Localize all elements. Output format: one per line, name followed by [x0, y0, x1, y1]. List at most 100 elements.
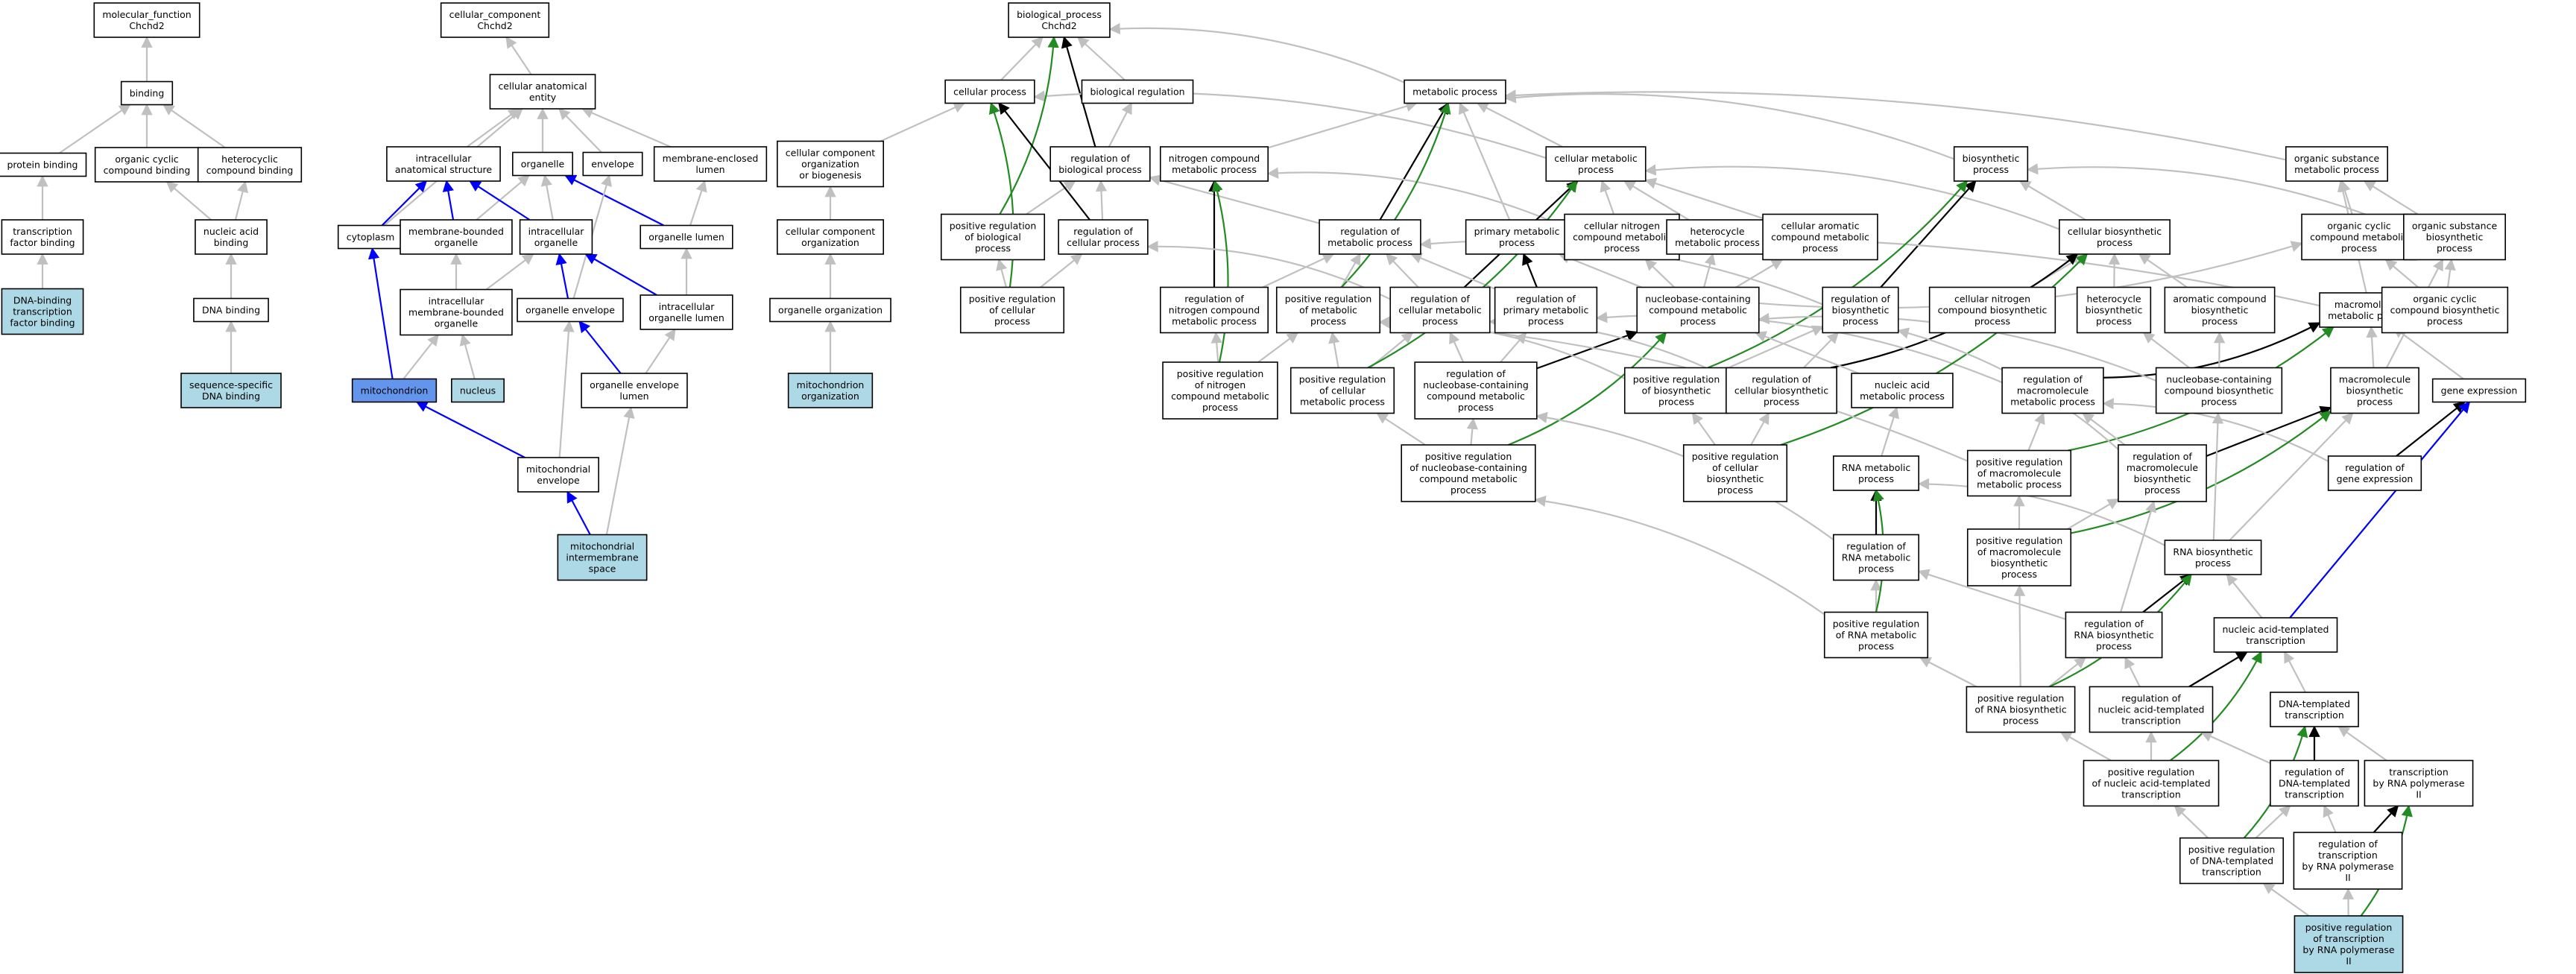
- go-term-rnbcmp[interactable]: regulation ofnucleobase-containingcompou…: [1414, 361, 1538, 420]
- go-term-rmbp[interactable]: regulation ofmacromoleculebiosyntheticpr…: [2118, 444, 2207, 502]
- go-term-envelope[interactable]: envelope: [582, 151, 643, 177]
- edge-prbp-to-bp: [999, 36, 1059, 215]
- go-term-label-line: mitochondrial: [526, 464, 590, 475]
- go-term-cp[interactable]: cellular process: [944, 79, 1035, 104]
- go-term-mito[interactable]: mitochondrion: [351, 378, 438, 403]
- edge-mbo-to-ias: [442, 180, 455, 221]
- go-term-oo[interactable]: organelle organization: [769, 297, 891, 323]
- go-term-label-line: process: [2003, 715, 2039, 727]
- go-term-breg[interactable]: biological regulation: [1081, 79, 1194, 104]
- go-term-binding[interactable]: binding: [120, 80, 174, 106]
- go-term-mp[interactable]: metabolic process: [1404, 79, 1506, 104]
- go-term-olumen[interactable]: organelle lumen: [640, 224, 733, 250]
- go-term-cytoplasm[interactable]: cytoplasm: [337, 224, 404, 250]
- go-term-dnabind[interactable]: DNA binding: [193, 297, 269, 323]
- go-term-oenv[interactable]: organelle envelope: [517, 297, 624, 323]
- go-term-protbind[interactable]: protein binding: [0, 152, 87, 177]
- go-term-label-line: organic substance: [2412, 221, 2498, 232]
- go-term-label-line: metabolic process: [1977, 479, 2062, 490]
- go-term-organelle[interactable]: organelle: [511, 151, 574, 177]
- go-term-ge[interactable]: gene expression: [2431, 378, 2527, 403]
- go-term-label-line: process: [1450, 484, 1486, 496]
- go-term-nucleus[interactable]: nucleus: [451, 378, 505, 403]
